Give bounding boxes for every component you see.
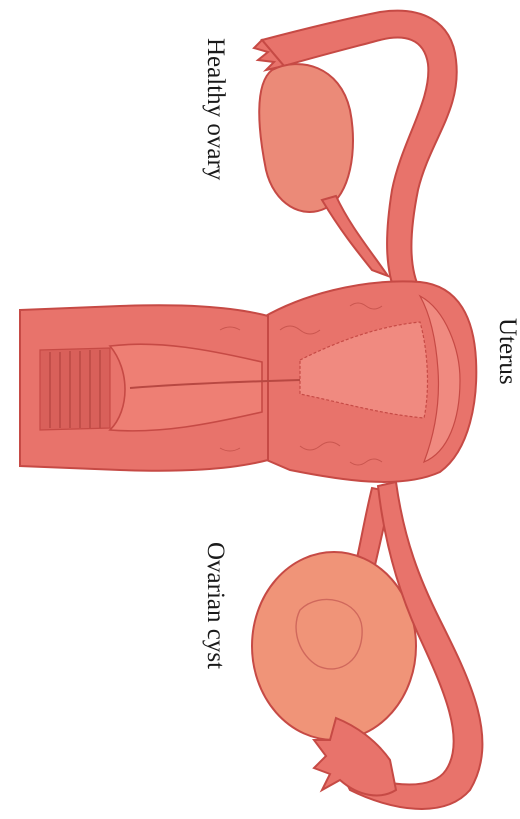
ovarian-ligament-upper	[322, 196, 388, 276]
ovarian-cyst	[252, 552, 416, 740]
uterus-label: Uterus	[495, 318, 520, 385]
healthy-ovary	[259, 64, 353, 212]
ovarian-cyst-label: Ovarian cyst	[203, 542, 228, 669]
healthy-ovary-label: Healthy ovary	[203, 38, 228, 180]
